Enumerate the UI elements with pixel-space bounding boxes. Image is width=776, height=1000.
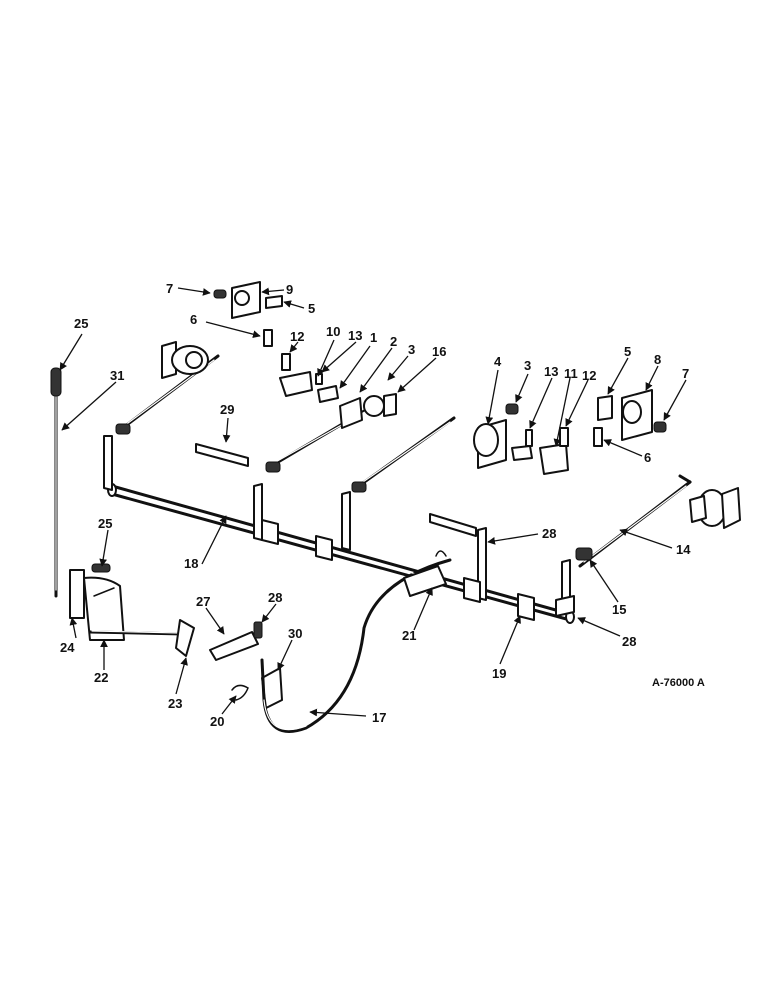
cross-plates: [195, 443, 477, 537]
right-long-rod: [575, 474, 741, 568]
parts-drawing: [50, 281, 741, 733]
callout-10: 10: [326, 324, 340, 339]
callout-2: 2: [390, 334, 397, 349]
control-cable: [260, 558, 452, 733]
callout-4: 4: [494, 354, 502, 369]
callout-6-right: 6: [644, 450, 651, 465]
callout-15: 15: [612, 602, 626, 617]
callout-21: 21: [402, 628, 416, 643]
callout-1: 1: [370, 330, 377, 345]
callout-9: 9: [286, 282, 293, 297]
right-center-rod: [351, 416, 456, 493]
callout-7-right: 7: [682, 366, 689, 381]
callout-3: 3: [408, 342, 415, 357]
callout-25: 25: [98, 516, 112, 531]
callout-17: 17: [372, 710, 386, 725]
callout-22: 22: [94, 670, 108, 685]
spring: [91, 563, 111, 573]
quadrant-bracket: [69, 569, 195, 657]
callout-3-right: 3: [524, 358, 531, 373]
vertical-control-rod: [50, 367, 62, 598]
callout-24: 24: [60, 640, 75, 655]
right-valve-parts: [473, 389, 667, 475]
drawing-number: A-76000 A: [652, 677, 705, 689]
callout-12-right: 12: [582, 368, 596, 383]
callout-26: 25: [74, 316, 88, 331]
callout-5: 5: [308, 301, 315, 316]
callout-31: 31: [110, 368, 124, 383]
callout-30: 30: [288, 626, 302, 641]
callout-6: 6: [190, 312, 197, 327]
center-rod: [265, 393, 397, 473]
callout-13: 13: [348, 328, 362, 343]
lever-left: [209, 621, 263, 661]
callout-labels: 7 9 5 6 25 31 12 10 13 1 2 3 16 29 4 3 1…: [60, 281, 705, 729]
callout-27-right: 28: [622, 634, 636, 649]
center-bracket: [403, 550, 447, 597]
callout-18: 18: [184, 556, 198, 571]
callout-19: 19: [492, 666, 506, 681]
shaft-bearings: [261, 519, 535, 621]
callout-12: 12: [290, 329, 304, 344]
callout-23: 23: [168, 696, 182, 711]
callout-7: 7: [166, 281, 173, 296]
callout-14: 14: [676, 542, 691, 557]
upper-left-rod: [115, 341, 220, 435]
callout-8: 8: [654, 352, 661, 367]
callout-28-left: 28: [268, 590, 282, 605]
callout-11: 11: [564, 366, 578, 381]
callout-16: 16: [432, 344, 446, 359]
callout-28-right: 28: [542, 526, 556, 541]
callout-29: 29: [220, 402, 234, 417]
callout-27-left: 27: [196, 594, 210, 609]
cable-anchor: [231, 667, 283, 709]
lever-right: [555, 595, 575, 617]
callout-20: 20: [210, 714, 224, 729]
leader-lines: [59, 287, 687, 717]
left-valve-parts: [213, 281, 339, 403]
callout-13-right: 13: [544, 364, 558, 379]
callout-5-right: 5: [624, 344, 631, 359]
